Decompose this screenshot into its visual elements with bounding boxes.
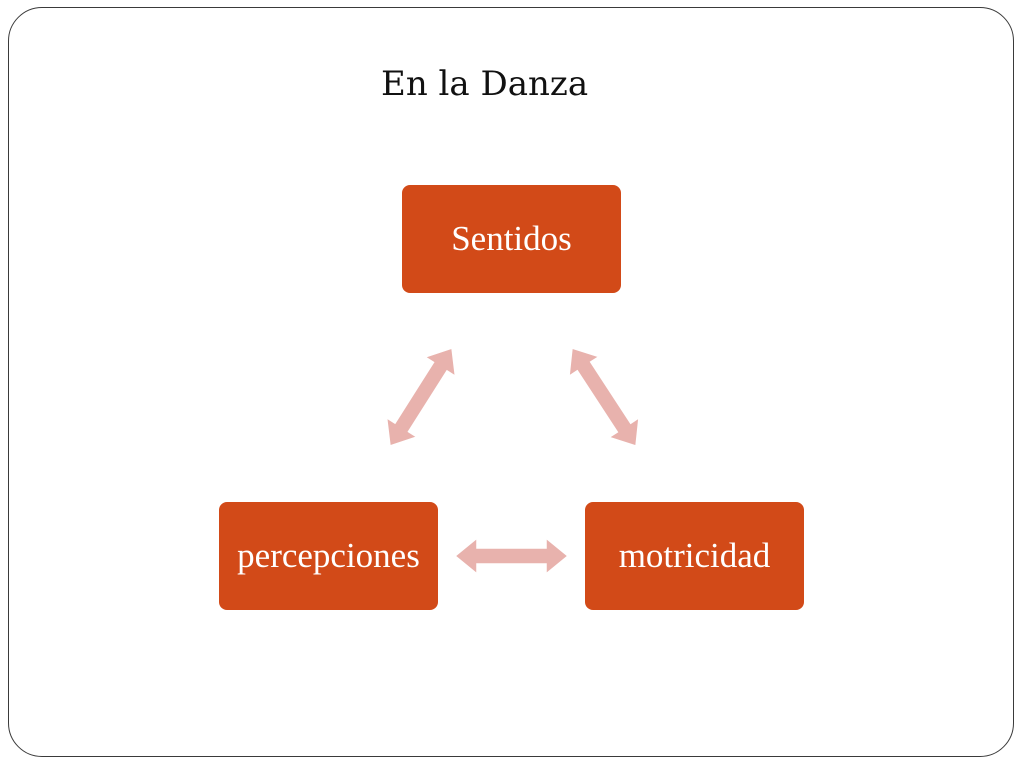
slide-frame bbox=[8, 7, 1014, 757]
node-sentidos: Sentidos bbox=[402, 185, 621, 293]
slide-title: En la Danza bbox=[381, 64, 589, 104]
node-motricidad: motricidad bbox=[585, 502, 804, 610]
node-percepciones: percepciones bbox=[219, 502, 438, 610]
